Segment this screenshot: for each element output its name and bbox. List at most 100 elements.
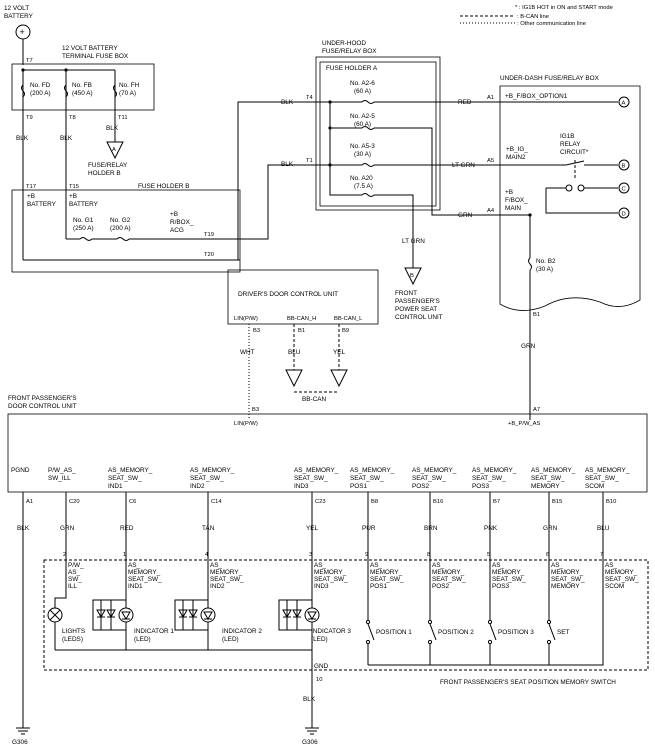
svg-text:T11: T11	[118, 115, 128, 121]
bbcan-h-connector-icon	[285, 369, 303, 388]
svg-text:(60 A): (60 A)	[354, 121, 371, 128]
svg-text:No. A5-3: No. A5-3	[350, 143, 375, 150]
svg-text:No. G2: No. G2	[110, 217, 131, 224]
svg-text:T15: T15	[69, 184, 79, 190]
fuse-fh-icon	[113, 84, 117, 98]
pdcu-pin-label: AS_MEMORY_	[294, 467, 339, 474]
svg-text:BB-CAN_L: BB-CAN_L	[334, 316, 363, 322]
pdcu-pin-number: B7	[493, 499, 500, 505]
switch-pin-label: MEMORY_	[314, 569, 347, 576]
legend: * : IG1B HOT in ON and START mode : B-CA…	[460, 5, 613, 27]
switch-pin-label: MEMORY_	[492, 569, 525, 576]
switch-pin-label: IND1	[128, 583, 143, 590]
legend-other-line: : Other communication line	[517, 21, 586, 27]
indicators	[92, 560, 320, 650]
switch-pin-label: AS_	[492, 562, 505, 569]
switch-pin-label: MEMORY_	[128, 569, 161, 576]
svg-text:PASSENGER'S: PASSENGER'S	[395, 298, 440, 305]
svg-text:F/BOX_: F/BOX_	[505, 197, 528, 204]
switch-pin-label: SEAT_SW_	[492, 576, 526, 583]
svg-text:A: A	[622, 101, 626, 107]
svg-text:BLK: BLK	[303, 696, 316, 703]
svg-text:RED: RED	[458, 99, 472, 106]
switch-pin-label: P/W_	[68, 562, 84, 569]
switch-pin-label: SEAT_SW_	[605, 576, 639, 583]
diode-icon	[188, 609, 198, 619]
pdcu-wire-color: PNK	[484, 525, 498, 532]
relay-coil-left-icon	[565, 184, 573, 192]
svg-text:UNDER-HOOD: UNDER-HOOD	[322, 40, 366, 47]
underhood-fuse-relay-box: UNDER-HOOD FUSE/RELAY BOX FUSE HOLDER A …	[306, 40, 480, 268]
svg-text:ACG: ACG	[170, 227, 184, 234]
pdcu-pin-number: C6	[129, 499, 136, 505]
svg-text:No. G1: No. G1	[73, 217, 94, 224]
svg-text:B3: B3	[253, 328, 260, 334]
pdcu-pin-label: IND3	[294, 483, 309, 490]
svg-text:FUSE/RELAY: FUSE/RELAY	[88, 162, 128, 169]
svg-text:BLK: BLK	[106, 125, 119, 132]
seat-position-memory-switch: 2P/W_AS_SW_ILL1AS_MEMORY_SEAT_SW_IND14AS…	[43, 552, 649, 686]
pdcu-pin-label: P/W_AS_	[48, 467, 76, 474]
pdcu-wire-color: GRN	[60, 525, 75, 532]
switch-pin-number: 8	[427, 552, 430, 558]
svg-text:T17: T17	[26, 184, 36, 190]
svg-text:(70 A): (70 A)	[119, 90, 136, 97]
svg-text:T1: T1	[306, 158, 313, 164]
svg-text:T7: T7	[26, 58, 33, 64]
fuse-holder-b: FUSE HOLDER B T17 T15 +B BATTERY +B BATT…	[11, 183, 241, 273]
legend-ig1b-note: * : IG1B HOT in ON and START mode	[515, 5, 613, 11]
switch-pin-label: AS_	[432, 562, 445, 569]
svg-text:B9: B9	[342, 328, 349, 334]
pdcu-pin-number: B10	[606, 499, 616, 505]
svg-text:BLK: BLK	[60, 135, 73, 142]
terminal-box-title-1: 12 VOLT BATTERY	[62, 45, 118, 52]
svg-text:(LEDS): (LEDS)	[62, 636, 83, 643]
pdcu-pin-number: B8	[371, 499, 378, 505]
switch-pin-label: SEAT_SW_	[210, 576, 244, 583]
svg-text:LT GRN: LT GRN	[402, 238, 425, 245]
pdcu-pin-label: SEAT_SW_	[108, 475, 142, 482]
position-label: POSITION 1	[376, 629, 412, 636]
battery-label-1: 12 VOLT	[4, 5, 29, 12]
position-switch-icon	[367, 623, 375, 641]
svg-text:T19: T19	[204, 232, 214, 238]
legend-bcan-line: : B-CAN line	[517, 14, 549, 20]
svg-text:POWER SEAT: POWER SEAT	[395, 306, 437, 313]
switch-pin-label: POS3	[492, 583, 509, 590]
fuse-a2-6-icon	[361, 100, 375, 104]
switch-pin-label: MEMORY_	[605, 569, 638, 576]
fuse-a20-icon	[361, 193, 375, 197]
pdcu-pin-label: PGND	[11, 467, 30, 474]
svg-text:T20: T20	[204, 252, 214, 258]
svg-text:FUSE/RELAY BOX: FUSE/RELAY BOX	[322, 48, 377, 55]
svg-text:(60 A): (60 A)	[354, 88, 371, 95]
svg-text:+B: +B	[170, 211, 178, 218]
svg-text:No. FH: No. FH	[119, 82, 140, 89]
svg-text:LIN(P/W): LIN(P/W)	[234, 421, 258, 427]
switch-pin-label: MEMORY_	[210, 569, 243, 576]
fuse-b2-icon	[528, 257, 532, 271]
switch-pin-number: 5	[487, 552, 490, 558]
position-label: SET	[557, 629, 570, 636]
svg-text:B1: B1	[533, 312, 540, 318]
svg-text:BB-CAN: BB-CAN	[302, 396, 327, 403]
svg-text:FRONT PASSENGER'S: FRONT PASSENGER'S	[8, 395, 76, 402]
passenger-door-control-unit: FRONT PASSENGER'S DOOR CONTROL UNIT B3 L…	[7, 395, 648, 560]
switch-pin-number: 7	[600, 552, 603, 558]
driver-door-title: DRIVER'S DOOR CONTROL UNIT	[238, 291, 338, 298]
switch-pin-label: SEAT_SW_	[370, 576, 404, 583]
pdcu-wire-color: BRN	[424, 525, 438, 532]
underdash-fuse-relay-box: UNDER-DASH FUSE/RELAY BOX A1 A5 A4 +B_F/…	[480, 75, 641, 420]
connector-d-icon	[618, 207, 630, 219]
driver-door-control-unit: DRIVER'S DOOR CONTROL UNIT LIN(P/W) BB-C…	[227, 269, 379, 420]
pdcu-pin-number: B15	[552, 499, 562, 505]
svg-text:No. A2-6: No. A2-6	[350, 80, 375, 87]
power-seat-connector-icon	[404, 267, 422, 286]
svg-text:B: B	[622, 164, 626, 170]
svg-text:C: C	[622, 187, 626, 193]
svg-text:A1: A1	[487, 95, 494, 101]
switch-pin-label: AS_	[314, 562, 327, 569]
pdcu-pin-label: SEAT_SW_	[412, 475, 446, 482]
position-switch-icon	[548, 623, 556, 641]
switch-pin-number: 1	[123, 552, 126, 558]
